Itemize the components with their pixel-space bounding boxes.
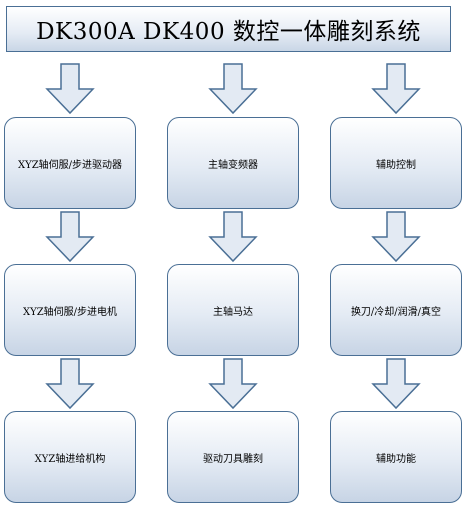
node-servo-driver: XYZ轴伺服/步进驱动器 — [4, 117, 136, 209]
node-servo-motor: XYZ轴伺服/步进电机 — [4, 264, 136, 356]
down-arrow — [371, 211, 421, 263]
down-arrow — [208, 211, 258, 263]
node-label: 驱动刀具雕刻 — [203, 453, 263, 465]
title-box: DK300A DK400 数控一体雕刻系统 — [6, 6, 451, 52]
down-arrow — [371, 63, 421, 115]
diagram-title: DK300A DK400 数控一体雕刻系统 — [36, 19, 421, 45]
down-arrow — [371, 358, 421, 410]
node-feed-mechanism: XYZ轴进给机构 — [4, 411, 136, 503]
node-tool-engraving: 驱动刀具雕刻 — [167, 411, 299, 503]
node-label: XYZ轴伺服/步进电机 — [22, 306, 118, 318]
node-spindle-motor: 主轴马达 — [167, 264, 299, 356]
node-label: XYZ轴伺服/步进驱动器 — [17, 159, 123, 171]
node-aux-control: 辅助控制 — [330, 117, 462, 209]
down-arrow — [45, 211, 95, 263]
node-label: 辅助控制 — [376, 159, 416, 171]
node-label: 主轴变频器 — [208, 159, 258, 171]
node-label: XYZ轴进给机构 — [34, 453, 106, 465]
down-arrow — [208, 63, 258, 115]
down-arrow — [208, 358, 258, 410]
node-tool-change-cooling: 换刀/冷却/润滑/真空 — [330, 264, 462, 356]
down-arrow — [45, 358, 95, 410]
node-aux-functions: 辅助功能 — [330, 411, 462, 503]
node-label: 换刀/冷却/润滑/真空 — [350, 306, 442, 318]
down-arrow — [45, 63, 95, 115]
node-spindle-inverter: 主轴变频器 — [167, 117, 299, 209]
node-label: 主轴马达 — [213, 306, 253, 318]
node-label: 辅助功能 — [376, 453, 416, 465]
